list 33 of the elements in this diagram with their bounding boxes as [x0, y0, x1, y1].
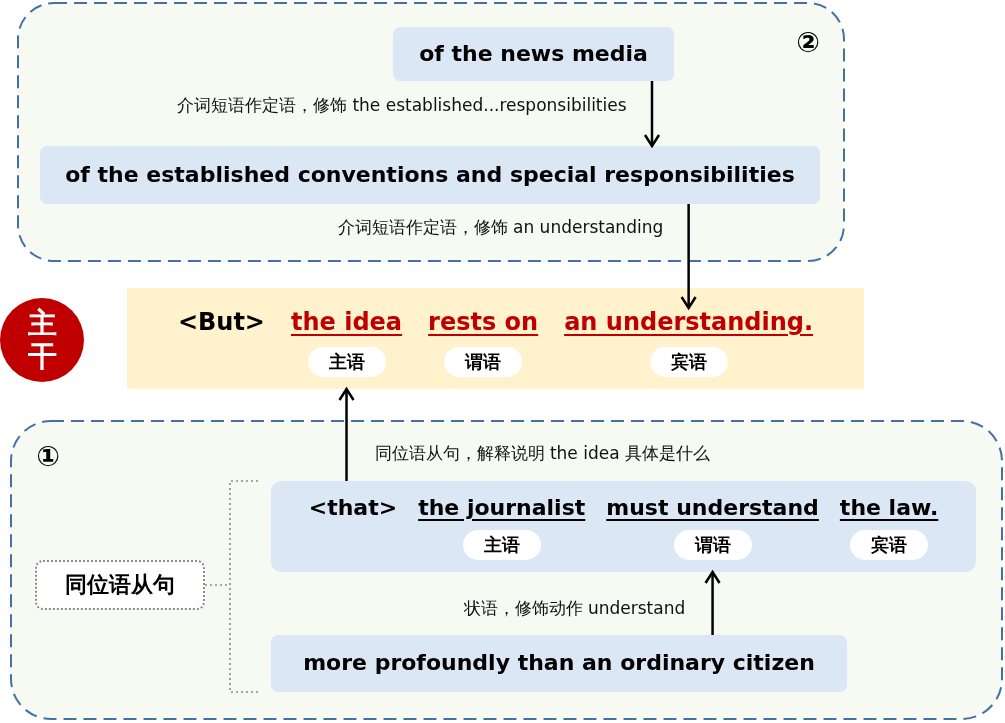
underlined-phrase: an understanding.: [564, 308, 814, 337]
circled-number: ②: [796, 29, 820, 57]
arrow: [704, 570, 721, 635]
phrase-box: more profoundly than an ordinary citizen: [271, 635, 847, 692]
underlined-phrase: the law.: [839, 495, 939, 522]
underlined-phrase: rests on: [428, 308, 539, 337]
circle-tag: 主干: [0, 298, 84, 382]
arrow: [643, 81, 661, 148]
edge-label: 介词短语作定语，修饰 the established...responsibilities: [177, 95, 627, 116]
sentence-panel: [127, 288, 864, 389]
underlined-phrase: the journalist: [418, 495, 586, 522]
role-tag: 谓语: [673, 530, 752, 561]
role-tag: 主语: [462, 530, 541, 561]
phrase-box: of the established conventions and special responsibilities: [40, 146, 820, 204]
underlined-phrase: the idea: [291, 308, 403, 337]
underlined-phrase: must understand: [606, 495, 819, 522]
role-tag: 宾语: [649, 346, 728, 377]
phrase-box: of the news media: [393, 27, 674, 81]
arrow: [680, 204, 697, 310]
role-tag: 宾语: [850, 530, 929, 561]
dashed-panel: [17, 2, 845, 262]
dotted-tag: 同位语从句: [35, 560, 205, 610]
edge-label: 介词短语作定语，修饰 an understanding: [337, 217, 664, 238]
arrow: [338, 387, 355, 481]
clause-panel: [271, 481, 976, 572]
edge-label: 同位语从句，解释说明 the idea 具体是什么: [374, 443, 711, 464]
dashed-panel: [10, 420, 1003, 720]
bracketed-word: <that>: [308, 495, 398, 522]
edge-label: 状语，修饰动作 understand: [463, 598, 686, 619]
role-tag: 主语: [307, 346, 386, 377]
role-tag: 谓语: [444, 346, 523, 377]
bracketed-word: <But>: [177, 308, 265, 337]
circled-number: ①: [36, 443, 60, 471]
